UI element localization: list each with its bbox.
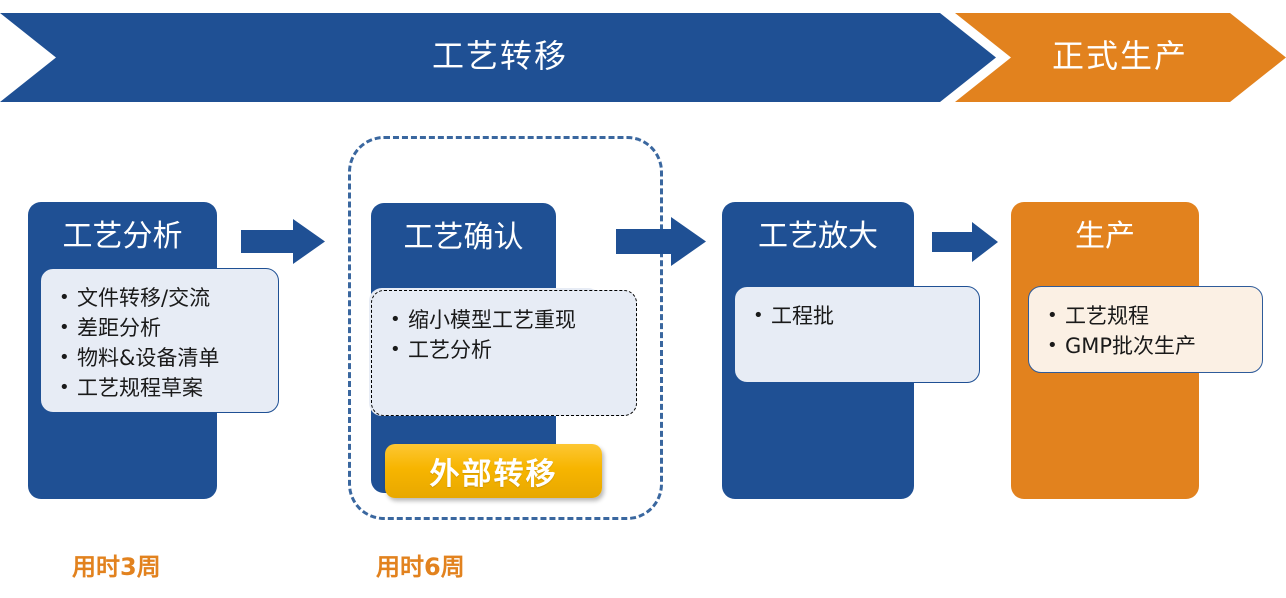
list-item: 物料&设备清单 <box>59 343 268 373</box>
stage-title-production: 生产 <box>1075 219 1135 254</box>
list-item: 差距分析 <box>59 313 268 343</box>
list-item: 工艺规程草案 <box>59 373 268 403</box>
stage-bullet-panel-process-confirmation: 缩小模型工艺重现 工艺分析 <box>371 290 637 416</box>
list-item: 工艺规程 <box>1047 301 1252 331</box>
stage-bullet-panel-process-scale-up: 工程批 <box>734 286 980 383</box>
arrow-stage3-to-stage4 <box>932 222 998 262</box>
stage-bullet-panel-production: 工艺规程 GMP批次生产 <box>1028 286 1263 373</box>
duration-label-stage1: 用时3周 <box>72 553 161 581</box>
banner-segment-transfer <box>0 13 996 102</box>
banner-label-production: 正式生产 <box>1051 37 1188 75</box>
list-item: 缩小模型工艺重现 <box>390 305 626 335</box>
external-transfer-badge[interactable]: 外部转移 <box>385 444 602 498</box>
stage-title-process-scale-up: 工艺放大 <box>758 219 878 254</box>
banner-segment-production <box>955 13 1286 102</box>
stage-title-process-analysis: 工艺分析 <box>62 219 183 254</box>
external-transfer-badge-label: 外部转移 <box>429 457 558 492</box>
list-item: 工艺分析 <box>390 335 626 365</box>
stage-bullet-panel-process-analysis: 文件转移/交流 差距分析 物料&设备清单 工艺规程草案 <box>40 268 279 413</box>
list-item: GMP批次生产 <box>1047 331 1252 361</box>
list-item: 工程批 <box>753 301 969 331</box>
arrow-stage1-to-stage2 <box>241 219 325 264</box>
external-transfer-scope-container <box>348 136 663 520</box>
banner-label-transfer: 工艺转移 <box>431 37 568 75</box>
process-phase-banner <box>0 13 1286 102</box>
stage-title-process-confirmation: 工艺确认 <box>403 220 524 255</box>
duration-label-stage2: 用时6周 <box>376 553 465 581</box>
list-item: 文件转移/交流 <box>59 283 268 313</box>
arrow-stage2-to-stage3 <box>616 217 706 266</box>
